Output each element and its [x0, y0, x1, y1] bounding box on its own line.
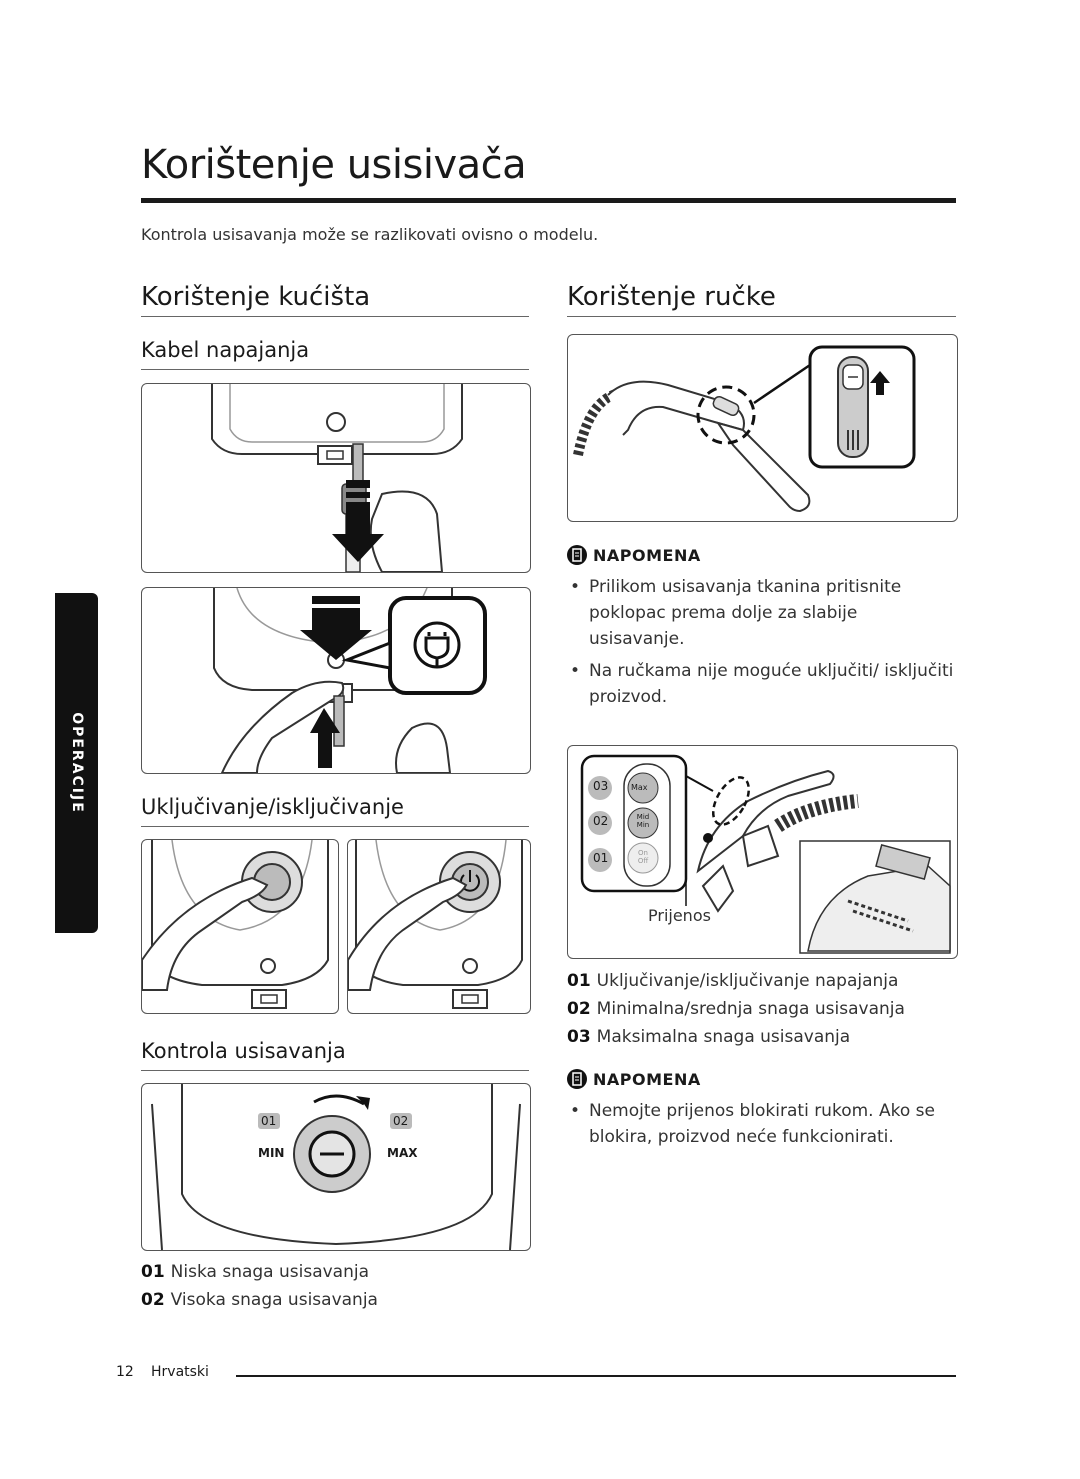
dial-high-number: 02 [393, 1114, 409, 1128]
note-icon [567, 545, 587, 565]
on-off-heading: Uključivanje/isključivanje [141, 795, 404, 819]
side-tab: OPERACIJE [55, 593, 98, 933]
page-title: Korištenje usisivača [141, 142, 527, 188]
title-rule [141, 198, 956, 203]
legend-text: Minimalna/srednja snaga usisavanja [596, 999, 905, 1019]
legend-number: 02 [141, 1290, 165, 1310]
note-item: Prilikom usisavanja tkanina pritisnite p… [567, 574, 956, 652]
dial-max-label: MAX [387, 1146, 418, 1160]
note-header: NAPOMENA [567, 545, 701, 565]
note-list: Prilikom usisavanja tkanina pritisnite p… [567, 574, 956, 716]
dial-low-number: 01 [261, 1114, 277, 1128]
legend-number: 02 [567, 999, 591, 1019]
note-item: Nemojte prijenos blokirati rukom. Ako se… [567, 1098, 956, 1150]
note-item: Na ručkama nije moguće uključiti/ isklju… [567, 658, 956, 710]
note-icon [567, 1069, 587, 1089]
suction-heading: Kontrola usisavanja [141, 1039, 346, 1063]
legend-text: Maksimalna snaga usisavanja [596, 1027, 851, 1047]
transfer-caption: Prijenos [648, 906, 711, 925]
left-section-heading: Korištenje kućišta [141, 282, 371, 312]
note-list: Nemojte prijenos blokirati rukom. Ako se… [567, 1098, 956, 1156]
legend-text: Uključivanje/isključivanje napajanja [596, 971, 899, 991]
intro-text: Kontrola usisavanja može se razlikovati … [141, 225, 599, 244]
on-off-rule [141, 826, 529, 827]
note-label: NAPOMENA [593, 1069, 701, 1089]
legend-text: Niska snaga usisavanja [170, 1262, 370, 1282]
power-cord-rule [141, 369, 529, 370]
handle-num: 03 [593, 779, 609, 793]
handle-figure [567, 334, 958, 522]
legend-text: Visoka snaga usisavanja [170, 1290, 378, 1310]
power-on-figure [141, 839, 339, 1014]
suction-rule [141, 1070, 529, 1071]
side-tab-label: OPERACIJE [68, 712, 85, 814]
suction-dial-figure: 01 02 MIN MAX [141, 1083, 531, 1251]
left-section-rule [141, 316, 529, 317]
footer-rule [236, 1375, 956, 1377]
handle-num: 02 [593, 814, 609, 828]
footer-language: Hrvatski [151, 1364, 209, 1380]
max-button: Max [631, 783, 648, 792]
power-off-figure [347, 839, 531, 1014]
dial-min-label: MIN [258, 1146, 285, 1160]
note-header: NAPOMENA [567, 1069, 701, 1089]
cord-pull-figure [141, 383, 531, 573]
mid-min-button: Mid Min [636, 813, 650, 829]
legend-number: 03 [567, 1027, 591, 1047]
power-cord-heading: Kabel napajanja [141, 338, 310, 362]
legend-number: 01 [141, 1262, 165, 1282]
handle-controls-figure: 03 02 01 Max Mid Min On Off Prijenos [567, 745, 958, 959]
page-number: 12 [116, 1364, 134, 1380]
right-section-rule [567, 316, 956, 317]
right-section-heading: Korištenje ručke [567, 282, 776, 312]
legend-number: 01 [567, 971, 591, 991]
note-label: NAPOMENA [593, 545, 701, 565]
handle-num: 01 [593, 851, 609, 865]
cord-rewind-figure [141, 587, 531, 774]
on-off-button: On Off [637, 849, 649, 865]
